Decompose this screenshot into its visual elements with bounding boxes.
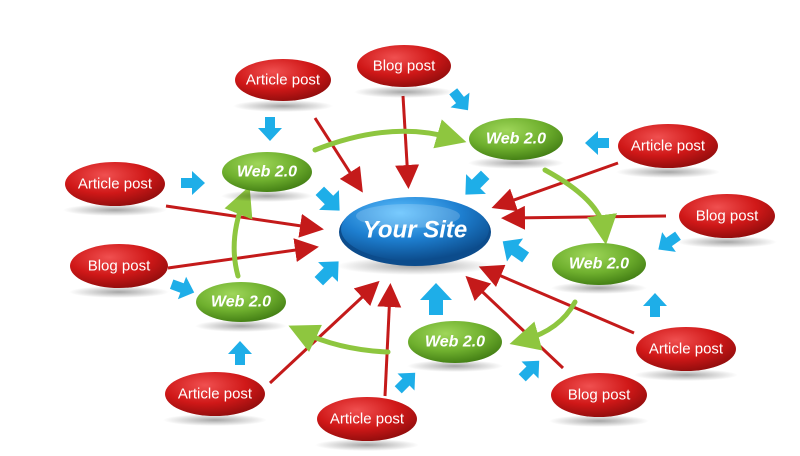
blue-arrow-9	[169, 276, 195, 300]
blue-arrow-13	[502, 238, 530, 263]
web20-node[interactable]: Web 2.0	[468, 118, 564, 169]
post-node-label: Article post	[631, 138, 706, 155]
red-arrow-4	[501, 205, 667, 230]
blue-arrow-2	[449, 88, 470, 111]
post-node[interactable]: Blog post	[69, 244, 169, 298]
blue-arrow-4	[658, 231, 681, 252]
post-node[interactable]: Blog post	[549, 373, 649, 427]
web20-node-label: Web 2.0	[425, 334, 485, 351]
post-node-label: Blog post	[568, 387, 631, 404]
post-node[interactable]: Article post	[616, 124, 720, 178]
post-node[interactable]: Article post	[63, 162, 167, 216]
post-node-label: Blog post	[696, 208, 759, 225]
green-arrow-1	[312, 119, 467, 153]
green-arrow-2	[542, 167, 617, 245]
web20-node[interactable]: Web 2.0	[195, 282, 287, 332]
post-node[interactable]: Article post	[634, 327, 738, 381]
red-arrow-3	[491, 161, 619, 212]
green-arrow-5	[224, 186, 253, 279]
post-node-label: Article post	[178, 386, 253, 403]
web20-nodes: Web 2.0 Web 2.0 Web 2.0 Web 2.0 Web 2.0	[195, 118, 647, 372]
web20-node[interactable]: Web 2.0	[407, 321, 503, 372]
blue-arrow-6	[518, 360, 540, 382]
web20-node-label: Web 2.0	[569, 256, 629, 273]
center-node-label: Your Site	[363, 217, 467, 244]
blue-arrow-7	[394, 372, 416, 394]
blue-arrow-5	[643, 293, 667, 317]
post-node[interactable]: Article post	[163, 372, 267, 426]
post-node[interactable]: Blog post	[354, 45, 454, 98]
blue-arrows	[169, 88, 681, 394]
post-node-label: Article post	[330, 411, 405, 428]
red-arrow-2	[395, 95, 420, 189]
post-node[interactable]: Article post	[315, 397, 419, 451]
green-arrow-3	[509, 299, 578, 351]
green-arrow-4	[288, 324, 391, 355]
web20-node-label: Web 2.0	[486, 131, 546, 148]
red-arrow-7	[478, 264, 635, 335]
blue-arrow-10	[181, 171, 205, 195]
post-node-label: Article post	[78, 176, 153, 193]
blue-arrow-12	[465, 170, 490, 195]
post-node[interactable]: Blog post	[677, 194, 777, 248]
web20-node[interactable]: Web 2.0	[551, 243, 647, 294]
red-arrow-10	[377, 283, 402, 397]
post-node-label: Article post	[246, 72, 321, 89]
blue-arrow-1	[258, 117, 282, 141]
web20-node[interactable]: Web 2.0	[221, 152, 313, 202]
post-node-label: Blog post	[373, 58, 436, 75]
post-nodes: Article post Blog post Article post Blog…	[63, 45, 777, 451]
web20-node-label: Web 2.0	[211, 294, 271, 311]
green-arrows	[224, 119, 617, 355]
blue-arrow-14	[420, 283, 452, 315]
post-node-label: Blog post	[88, 258, 151, 275]
blue-arrow-3	[585, 131, 609, 155]
post-node[interactable]: Article post	[233, 59, 333, 112]
red-arrow-1	[313, 117, 363, 193]
web20-node-label: Web 2.0	[237, 164, 297, 181]
blue-arrow-11	[315, 186, 340, 211]
post-node-label: Article post	[649, 341, 724, 358]
center-node[interactable]: Your Site	[337, 197, 493, 275]
blue-arrow-15	[314, 261, 339, 286]
red-arrow-6	[167, 238, 319, 270]
blue-arrow-8	[228, 341, 252, 365]
